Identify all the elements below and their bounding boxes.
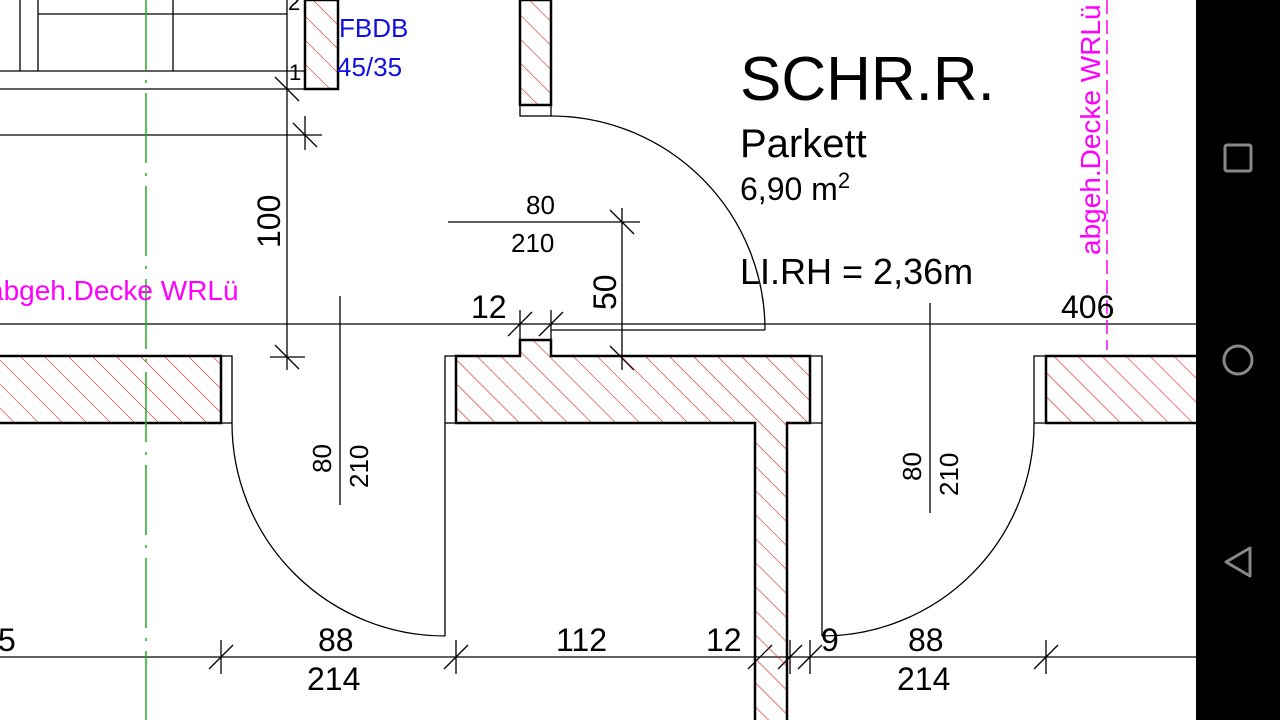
home-icon[interactable]: [1208, 330, 1268, 390]
marker-1: 1: [289, 60, 301, 85]
cad-drawing-canvas[interactable]: 2 1 FBDB 45/35 abgeh.Decke WRLü abgeh.De…: [0, 0, 1196, 720]
dim-112: 112: [556, 622, 607, 658]
window-size: 45/35: [337, 52, 402, 82]
dim-left-door-width: 80: [307, 444, 337, 473]
dim-top-door-height: 210: [511, 228, 554, 258]
dim-88-left: 88: [318, 622, 354, 658]
recents-icon[interactable]: [1208, 128, 1268, 188]
marker-2: 2: [288, 0, 300, 15]
window-label: FBDB: [339, 13, 408, 43]
dim-214-left: 214: [307, 661, 360, 697]
dim-5: 5: [0, 622, 16, 658]
dim-top-door-width: 80: [526, 190, 555, 220]
bottom-dimensions: 5 88 214 112 12 9 88 214: [0, 622, 950, 697]
dim-214-right: 214: [897, 661, 950, 697]
room-floor: Parkett: [740, 122, 867, 166]
dim-100: 100: [251, 195, 287, 248]
dim-406: 406: [1061, 289, 1114, 325]
ceiling-note-left: abgeh.Decke WRLü: [0, 275, 239, 306]
ceiling-note-right: abgeh.Decke WRLü: [1075, 4, 1106, 255]
walls: [0, 0, 1196, 720]
dim-right-door-height: 210: [934, 453, 964, 496]
dim-12-top: 12: [471, 289, 507, 325]
dim-50: 50: [587, 274, 623, 310]
room-name: SCHR.R.: [740, 45, 995, 114]
dim-88-right: 88: [908, 622, 944, 658]
dim-9: 9: [821, 622, 839, 658]
android-navigation-bar: [1196, 0, 1280, 720]
room-area: 6,90 m2: [740, 168, 850, 207]
drawing-lines: [0, 0, 1196, 674]
dim-left-door-height: 210: [344, 445, 374, 488]
dim-12-bottom: 12: [706, 622, 742, 658]
dim-right-door-width: 80: [897, 452, 927, 481]
room-height: LI.RH = 2,36m: [740, 251, 973, 292]
back-icon[interactable]: [1208, 532, 1268, 592]
